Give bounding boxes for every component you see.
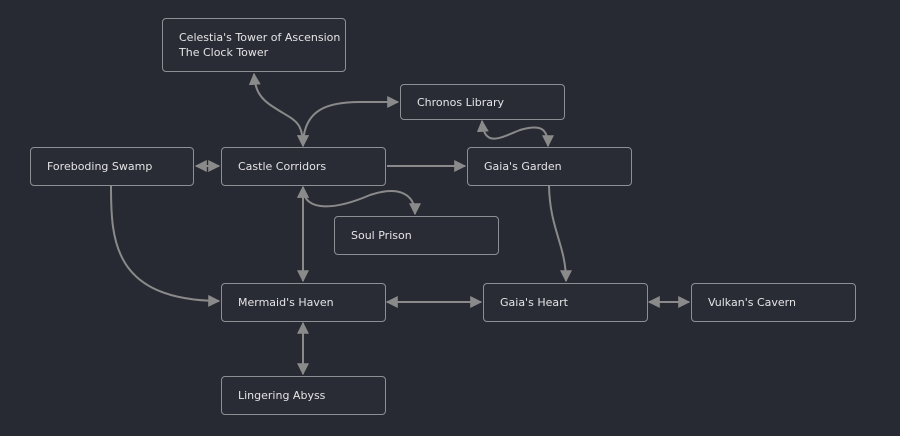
node-chronos-library[interactable]: Chronos Library (400, 84, 565, 120)
node-prison-label: Soul Prison (351, 229, 412, 242)
node-celestia-line1: Celestia's Tower of Ascension (179, 31, 341, 44)
node-mermaids-haven[interactable]: Mermaid's Haven (221, 283, 386, 322)
node-gaias-heart[interactable]: Gaia's Heart (483, 283, 648, 322)
node-abyss-label: Lingering Abyss (238, 389, 326, 402)
edge-garden-heart (548, 185, 572, 283)
node-celestia-tower[interactable]: Celestia's Tower of Ascension The Clock … (162, 18, 346, 72)
node-garden-label: Gaia's Garden (484, 160, 562, 173)
node-vulkan-label: Vulkan's Cavern (708, 296, 796, 309)
node-gaias-garden[interactable]: Gaia's Garden (467, 147, 632, 186)
node-mermaid-label: Mermaid's Haven (238, 296, 334, 309)
edge-castle-prison (297, 185, 421, 216)
node-castle-corridors[interactable]: Castle Corridors (221, 147, 386, 186)
node-chronos-label: Chronos Library (417, 95, 505, 109)
node-foreboding-swamp[interactable]: Foreboding Swamp (30, 147, 194, 186)
edge-swamp-mermaid (110, 185, 221, 307)
node-lingering-abyss[interactable]: Lingering Abyss (221, 376, 386, 415)
edge-castle-chronos (297, 96, 400, 148)
node-swamp-label: Foreboding Swamp (47, 160, 153, 173)
edge-castle-celestia (248, 72, 309, 148)
node-castle-label: Castle Corridors (238, 160, 327, 173)
node-heart-label: Gaia's Heart (500, 296, 568, 309)
node-vulkans-cavern[interactable]: Vulkan's Cavern (691, 283, 856, 322)
node-celestia-line2: The Clock Tower (179, 46, 269, 59)
node-soul-prison[interactable]: Soul Prison (334, 216, 499, 255)
edge-chronos-garden (476, 119, 554, 148)
